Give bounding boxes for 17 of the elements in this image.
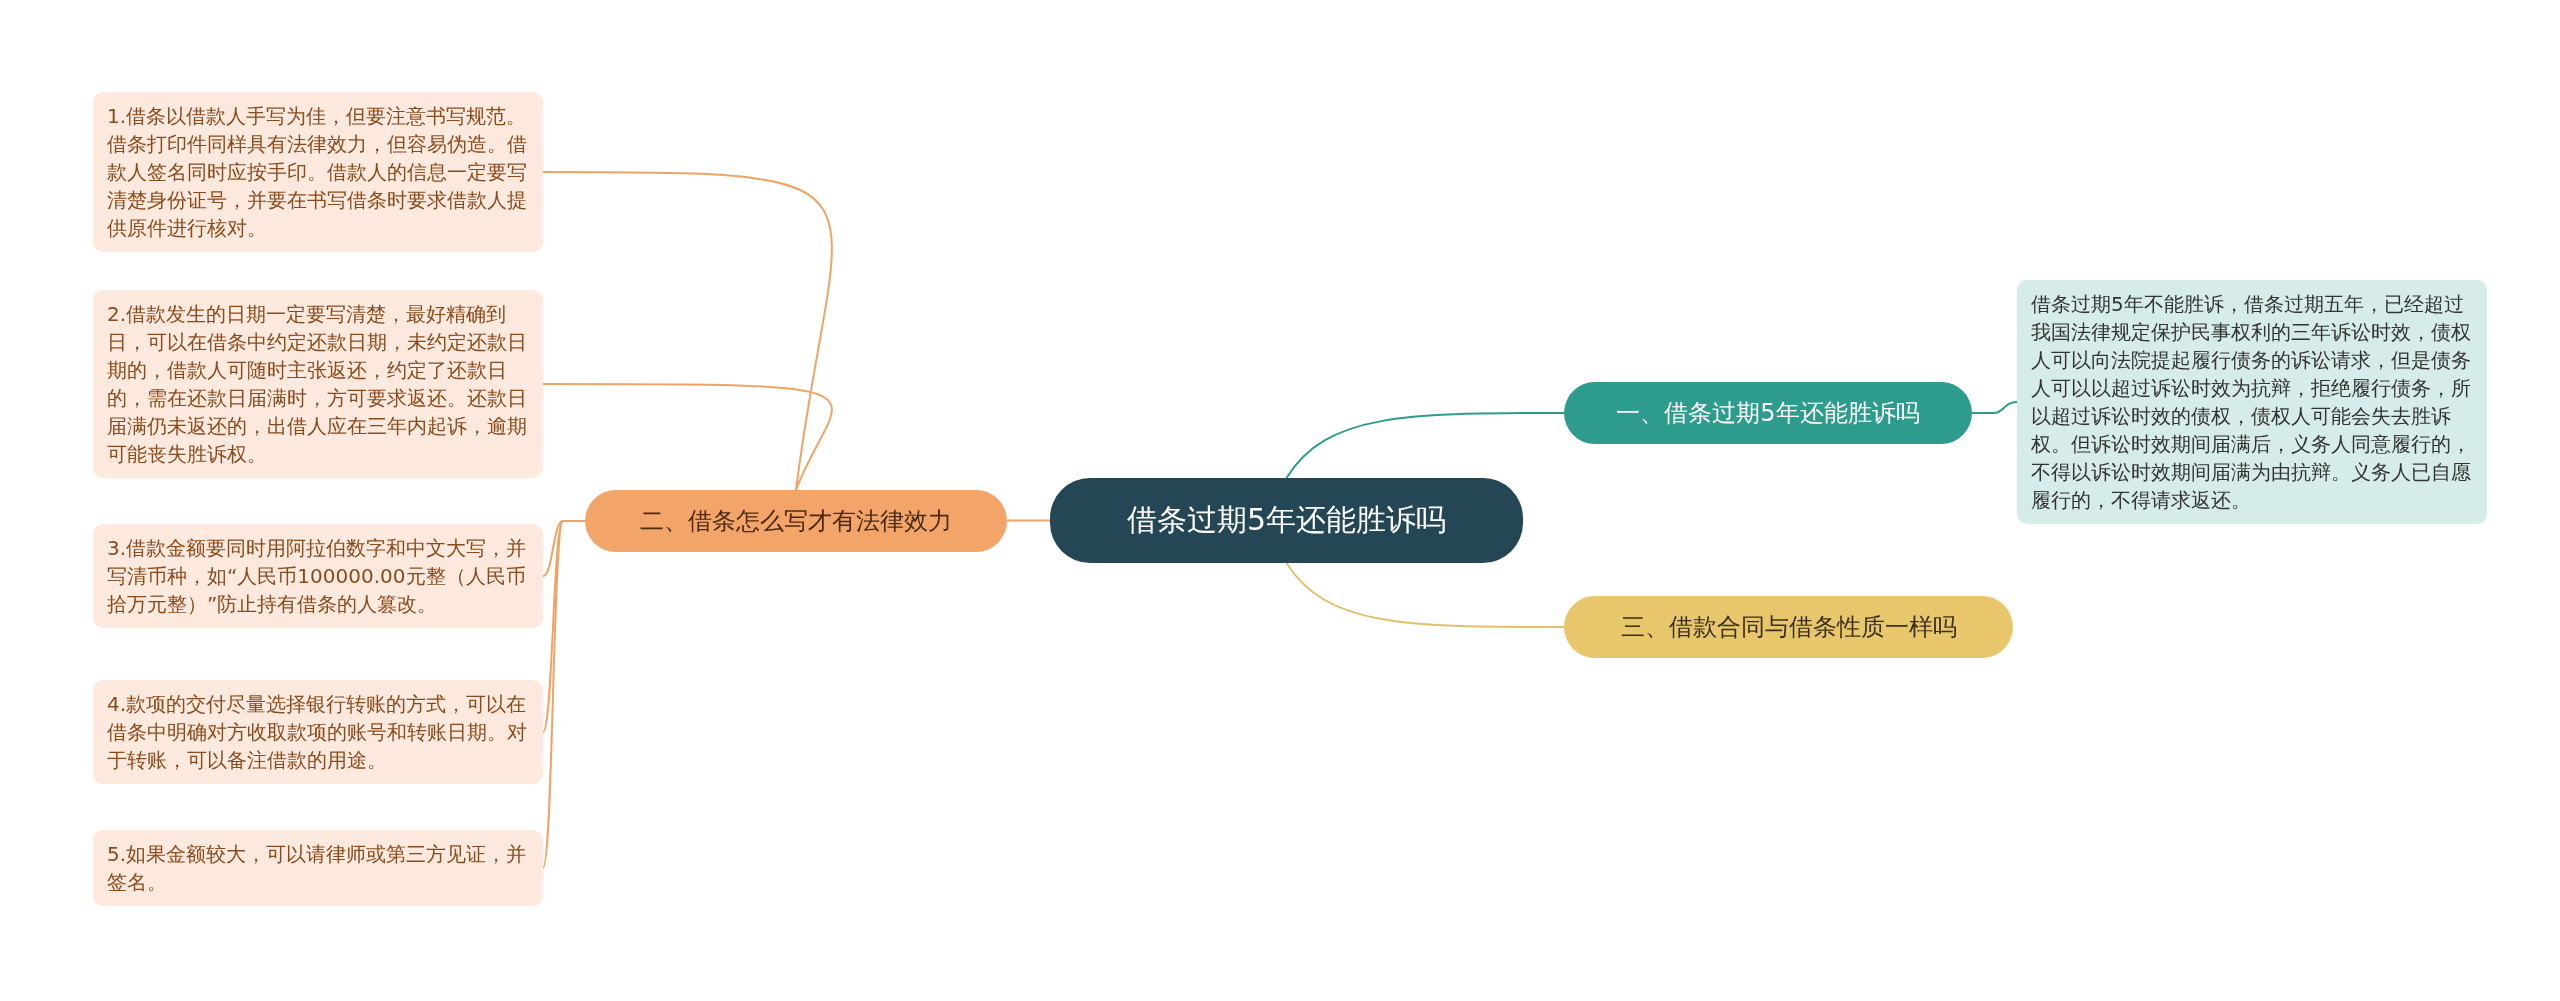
note-card: 4.款项的交付尽量选择银行转账的方式，可以在借条中明确对方收取款项的账号和转账日期。对于转账，可以备注借款的用途。 <box>93 680 543 784</box>
connector-line <box>1285 562 1565 628</box>
note-card: 2.借款发生的日期一定要写清楚，最好精确到日，可以在借条中约定还款日期，未约定还款日期的，借款人可随时主张返还，约定了还款日的，需在还款日届满时，方可要求返还。还款日届满仍未返还的，出借人应在三年内起诉，逾期可能丧失胜诉权。 <box>93 290 543 478</box>
branch-topic: 一、借条过期5年还能胜诉吗 <box>1564 382 1972 444</box>
connector-line <box>542 383 833 491</box>
branch-topic: 二、借条怎么写才有法律效力 <box>585 490 1007 552</box>
central-topic: 借条过期5年还能胜诉吗 <box>1050 478 1523 563</box>
note-card: 5.如果金额较大，可以请律师或第三方见证，并签名。 <box>93 830 543 906</box>
note-card: 3.借款金额要同时用阿拉伯数字和中文大写，并写清币种，如“人民币100000.00元整（人民币拾万元整）”防止持有借条的人篡改。 <box>93 524 543 628</box>
note-card: 1.借条以借款人手写为佳，但要注意书写规范。借条打印件同样具有法律效力，但容易伪造。借款人签名同时应按手印。借款人的信息一定要写清楚身份证号，并要在书写借条时要求借款人提供原件进行核对。 <box>93 92 543 252</box>
note-card: 借条过期5年不能胜诉，借条过期五年，已经超过我国法律规定保护民事权利的三年诉讼时效，债权人可以向法院提起履行债务的诉讼请求，但是债务人可以以超过诉讼时效为抗辩，拒绝履行债务，所以超过诉讼时效的债权，债权人可能会失去胜诉权。但诉讼时效期间届满后，义务人同意履行的，不得以诉讼时效期间届满为由抗辩。义务人已自愿履行的，不得请求返还。 <box>2017 280 2487 524</box>
connector-line <box>542 171 833 491</box>
connector-line <box>1285 412 1565 479</box>
connector-line <box>1971 401 2018 414</box>
connector-line <box>542 520 586 869</box>
branch-topic: 三、借款合同与借条性质一样吗 <box>1564 596 2013 658</box>
connector-line <box>1006 519 1051 522</box>
